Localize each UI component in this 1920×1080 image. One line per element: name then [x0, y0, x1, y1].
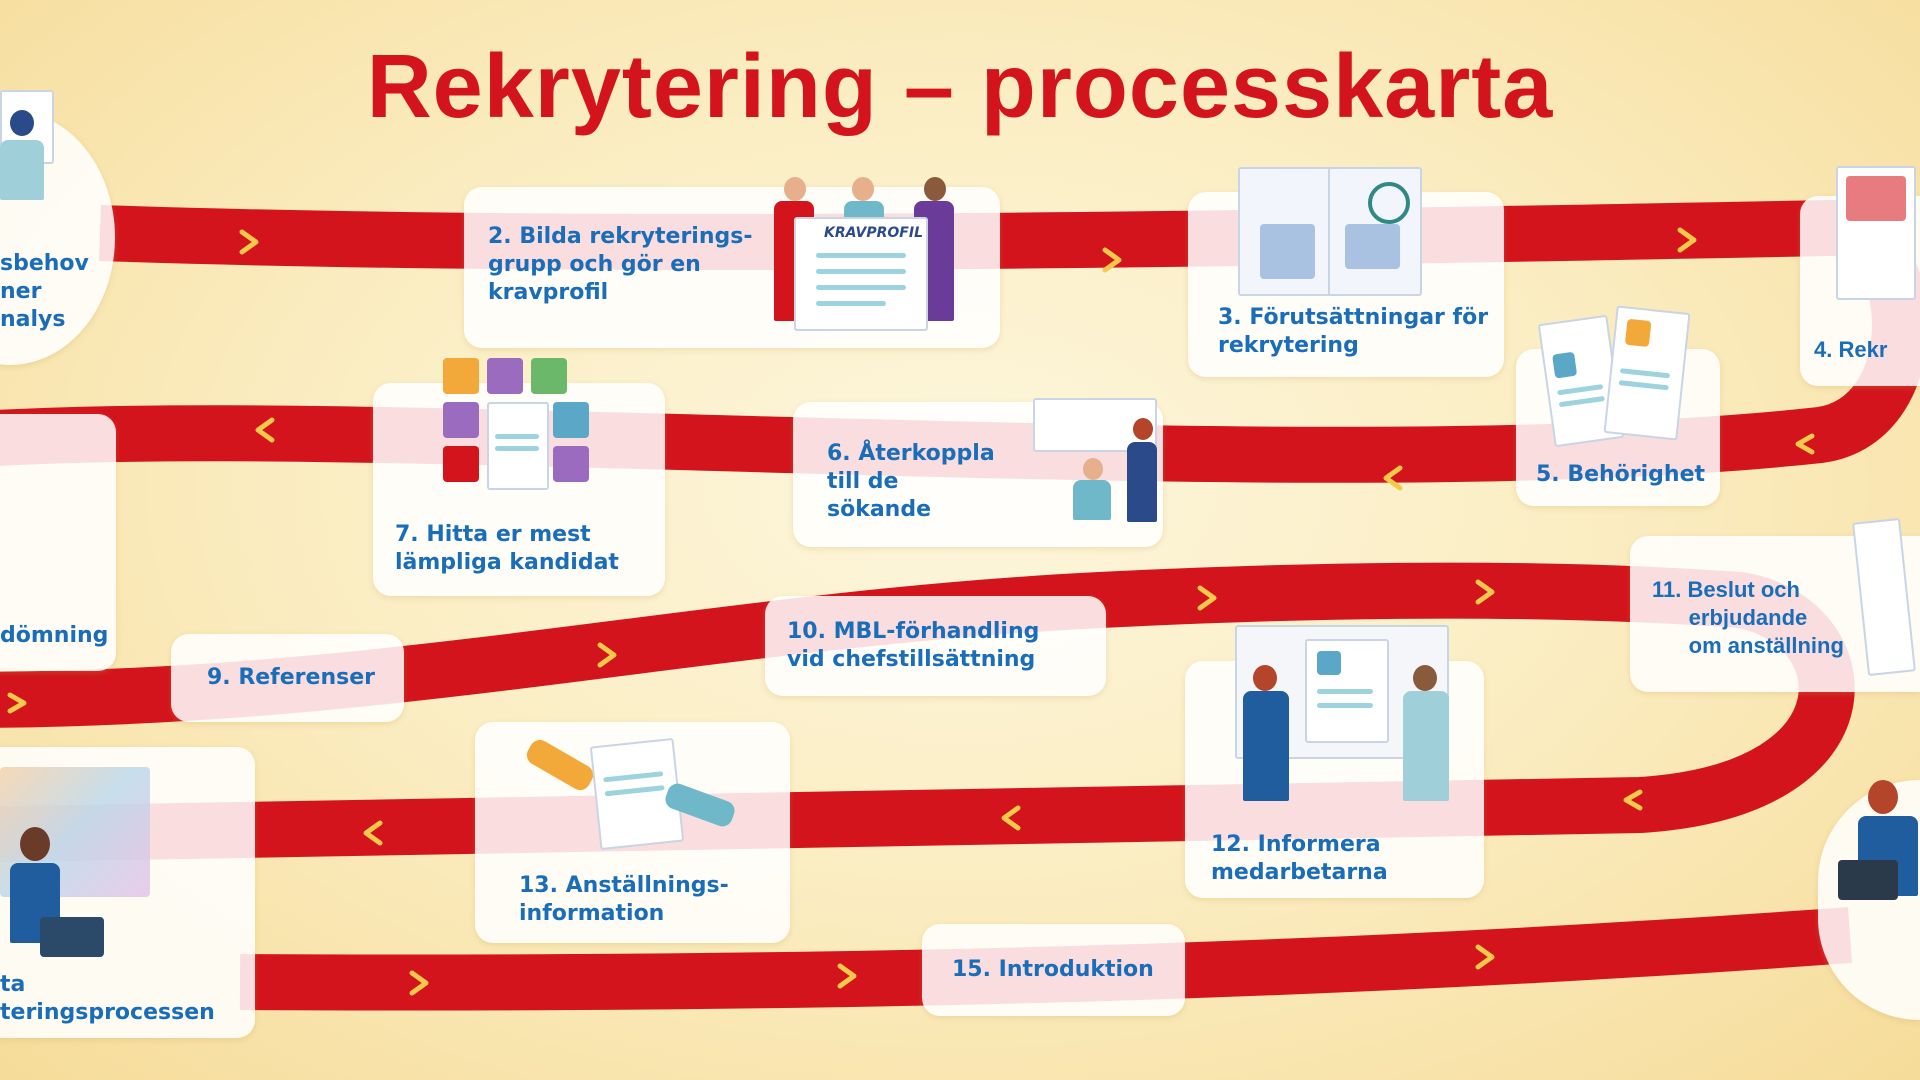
step-9-label: 9. Referenser — [207, 665, 375, 690]
step-11-card[interactable]: 11. Beslut och erbjudande om anställning — [1630, 517, 1920, 692]
chevron-right-icon — [1102, 247, 1122, 273]
step-9-card[interactable]: 9. Referenser — [171, 634, 404, 722]
step-8-label: dömning — [0, 623, 109, 648]
step-6-card[interactable]: 6. Återkoppla till de sökande — [793, 398, 1163, 547]
step-2-label: 2. Bilda rekryterings- grupp och gör en … — [488, 224, 753, 305]
step-15-label: 15. Introduktion — [952, 957, 1154, 982]
chevron-right-icon — [597, 642, 617, 668]
step-7-label: 7. Hitta er mest lämpliga kandidat — [395, 522, 619, 575]
chevron-right-icon — [1677, 227, 1697, 253]
step-5-label: 5. Behörighet — [1536, 462, 1706, 487]
step-8-card[interactable]: dömning — [0, 414, 116, 671]
chevron-left-icon — [1795, 433, 1815, 455]
step-12-card[interactable]: 12. Informera medarbetarna — [1185, 625, 1484, 898]
step-10-label: 10. MBL-förhandling vid chefstillsättnin… — [787, 619, 1040, 672]
kravprofil-text: KRAVPROFIL — [824, 225, 923, 241]
step-3-card[interactable]: 3. Förutsättningar för rekrytering — [1188, 167, 1504, 377]
step-14-label: ta teringsprocessen — [0, 972, 215, 1025]
chevron-right-icon — [837, 963, 857, 989]
chevron-right-icon — [239, 229, 259, 255]
chevron-left-icon — [255, 417, 275, 443]
offer-letter-illustration — [1852, 517, 1916, 677]
magnifier-icon — [1368, 182, 1410, 224]
chevron-right-icon — [1475, 579, 1495, 605]
step-6-label: 6. Återkoppla till de sökande — [827, 441, 995, 522]
step-13-card[interactable]: 13. Anställnings- information — [475, 722, 790, 943]
chevron-left-icon — [1383, 465, 1403, 491]
step-4-card[interactable]: 4. Rekr — [1800, 166, 1920, 386]
chevron-right-icon — [1475, 944, 1495, 970]
chevron-right-icon — [1197, 585, 1217, 611]
step-12-label: 12. Informera medarbetarna — [1211, 832, 1388, 885]
step-4-label: 4. Rekr — [1814, 337, 1888, 362]
step-7-card[interactable]: 7. Hitta er mest lämpliga kandidat — [373, 358, 665, 596]
step-14-card[interactable]: ta teringsprocessen — [0, 747, 255, 1038]
step-15-card[interactable]: 15. Introduktion — [922, 924, 1185, 1016]
step-1-label: sbehov ner nalys — [0, 251, 89, 332]
step-13-label: 13. Anställnings- information — [519, 873, 729, 926]
step-5-card[interactable]: 5. Behörighet — [1516, 305, 1720, 506]
step-3-label: 3. Förutsättningar för rekrytering — [1218, 305, 1489, 358]
chevron-left-icon — [363, 820, 383, 846]
kravprofil-illustration: KRAVPROFIL — [764, 177, 964, 347]
step-11-label: 11. Beslut och erbjudande om anställning — [1652, 577, 1844, 658]
chevron-right-icon — [409, 970, 429, 996]
page-title: Rekrytering – processkarta — [366, 37, 1554, 137]
chevron-left-icon — [1623, 789, 1643, 811]
chevron-right-icon — [7, 692, 27, 714]
chevron-left-icon — [1001, 805, 1021, 831]
step-10-card[interactable]: 10. MBL-förhandling vid chefstillsättnin… — [765, 596, 1106, 696]
step-2-card[interactable]: 2. Bilda rekryterings- grupp och gör en … — [464, 177, 1000, 348]
